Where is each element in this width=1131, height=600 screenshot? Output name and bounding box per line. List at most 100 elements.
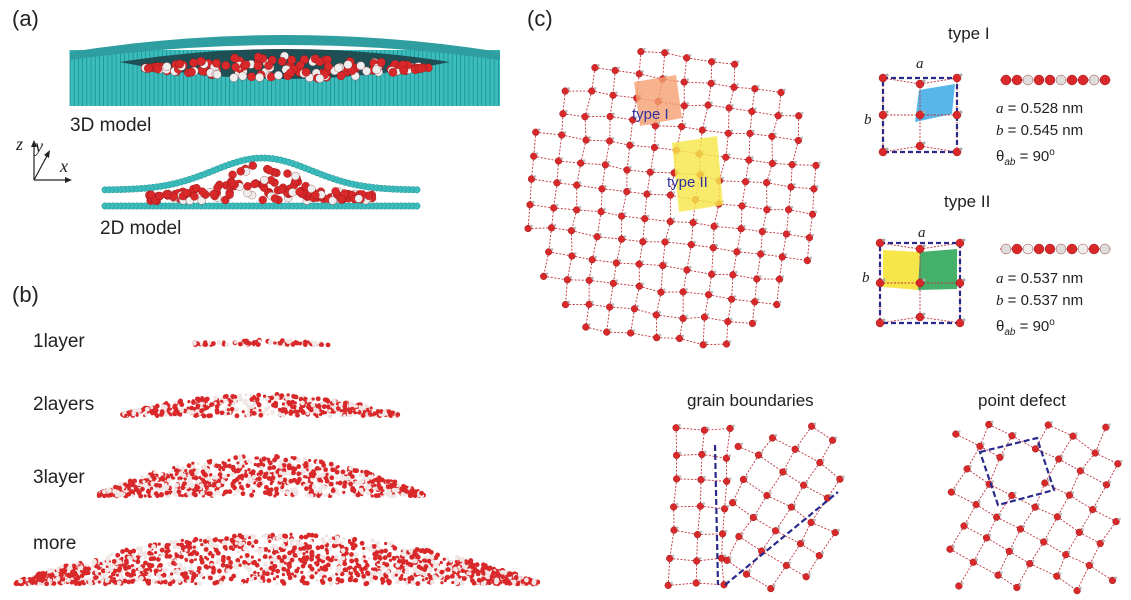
hydrogen-bond	[1078, 509, 1094, 533]
water-molecule	[213, 183, 222, 192]
hydrogen-bond	[975, 483, 990, 505]
water-molecule	[266, 412, 270, 417]
water-layer-1	[119, 392, 401, 419]
hydrogen-bond	[972, 537, 987, 563]
water-molecule	[264, 61, 274, 70]
hydrogen-atom	[1000, 571, 1003, 574]
hydrogen-bond	[1048, 424, 1074, 437]
water-molecule	[229, 73, 239, 83]
hydrogen-bond	[1076, 565, 1090, 591]
water-molecule	[175, 59, 185, 69]
water-molecule	[212, 70, 222, 79]
water-molecule	[221, 61, 231, 70]
water-molecule	[255, 342, 261, 347]
hydrogen-bond	[1029, 541, 1045, 564]
water-molecule	[250, 179, 259, 189]
hydrogen-atom	[1119, 459, 1123, 463]
water-molecule	[230, 53, 239, 63]
water-molecule	[260, 175, 269, 185]
water-molecule	[331, 187, 340, 196]
water-molecule	[162, 190, 172, 199]
hydrogen-atom	[1014, 431, 1017, 435]
hydrogen-atom	[1071, 491, 1075, 494]
water-molecule	[216, 340, 222, 345]
hydrogen-atom	[953, 488, 957, 491]
hydrogen-atom	[1079, 586, 1082, 590]
row-label-3layer: 3layer	[33, 467, 85, 488]
water-molecule	[288, 338, 293, 344]
water-molecule	[228, 178, 237, 188]
water-molecule	[255, 72, 265, 82]
hydrogen-atom	[1060, 455, 1064, 458]
water-molecule	[258, 195, 267, 205]
hydrogen-atom	[1097, 449, 1100, 452]
water-molecule	[243, 339, 249, 345]
hydrogen-atom	[1094, 505, 1098, 509]
hydrogen-bond	[1035, 448, 1059, 460]
hydrogen-atom	[1050, 421, 1053, 424]
hydrogen-bond	[1080, 470, 1107, 486]
hydrogen-atom	[1082, 466, 1086, 470]
hydrogen-bond	[986, 537, 1010, 552]
water-molecule	[376, 58, 386, 67]
water-molecule	[162, 62, 172, 71]
hydrogen-atom	[1091, 561, 1095, 565]
water-molecule	[347, 66, 357, 76]
hydrogen-bond	[1088, 543, 1101, 566]
water-molecule	[241, 60, 251, 70]
hydrogen-bond	[1094, 452, 1119, 465]
water-molecule	[199, 342, 204, 346]
water-molecule	[248, 161, 257, 170]
hydrogen-bond	[1092, 484, 1107, 510]
hydrogen-bond	[1016, 563, 1031, 588]
hydrogen-atom	[1075, 432, 1078, 435]
water-molecule	[372, 65, 381, 75]
water-molecule	[337, 195, 346, 204]
hydrogen-atom	[969, 464, 972, 468]
panel-label-a: (a)	[12, 6, 39, 31]
water-molecule	[300, 55, 309, 64]
water-molecule	[277, 340, 283, 346]
hydrogen-atom	[975, 558, 979, 561]
water-molecule	[301, 67, 311, 77]
hydrogen-atom	[1102, 539, 1105, 543]
water-molecule	[237, 341, 243, 347]
hydrogen-atom	[957, 430, 961, 433]
water-molecule	[270, 194, 280, 203]
hydrogen-bond	[988, 457, 1001, 485]
water-molecule	[298, 342, 302, 346]
water-molecule	[233, 340, 237, 344]
water-molecule	[222, 340, 226, 344]
hydrogen-atom	[1118, 517, 1121, 521]
hydrogen-bond	[1069, 470, 1081, 496]
water-molecule	[306, 340, 310, 344]
hydrogen-atom	[966, 522, 969, 525]
hydrogen-bond	[997, 551, 1010, 576]
hydrogen-bond	[1034, 506, 1058, 518]
water-molecule	[388, 68, 398, 77]
water-molecule	[210, 341, 216, 346]
row-label-2layers: 2layers	[33, 394, 95, 415]
water-molecule	[147, 190, 156, 199]
water-molecule	[336, 71, 346, 81]
axis-y-label: y	[35, 136, 43, 156]
hydrogen-atom	[1045, 538, 1049, 541]
hydrogen-atom	[1019, 583, 1022, 587]
hydrogen-atom	[1059, 512, 1063, 516]
water-molecule	[325, 342, 331, 348]
water-molecule	[302, 342, 308, 347]
label-2d-model: 2D model	[100, 218, 182, 239]
water-molecule	[215, 405, 220, 409]
hydrogen-bond	[949, 548, 974, 563]
axis-z-label: z	[16, 134, 24, 154]
water-molecule	[293, 340, 299, 345]
water-molecule	[182, 408, 188, 414]
water-molecule	[323, 62, 333, 71]
point-defect-box	[978, 436, 1056, 507]
hydrogen-bond	[1020, 528, 1044, 543]
water-molecule	[319, 342, 325, 348]
label-3d-model: 3D model	[70, 115, 152, 136]
water-molecule	[362, 66, 371, 76]
